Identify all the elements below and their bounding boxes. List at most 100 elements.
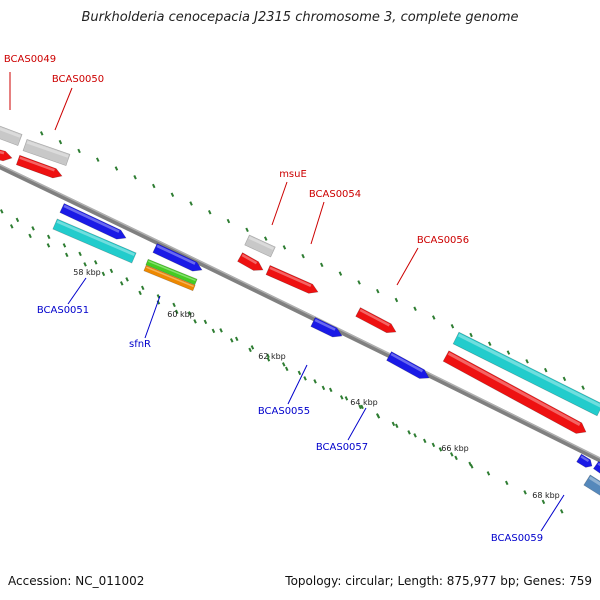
gene-label-bcas0057[interactable]: BCAS0057 xyxy=(316,442,368,453)
tick-dot xyxy=(285,366,289,372)
map-title: Burkholderia cenocepacia J2315 chromosom… xyxy=(81,10,519,25)
red-cds-feature[interactable] xyxy=(15,154,63,180)
label-leader-line xyxy=(54,87,73,131)
tick-dot xyxy=(193,319,197,324)
tick-dot xyxy=(15,217,20,223)
tick-label: 58 kbp xyxy=(73,268,101,277)
tick-dot xyxy=(203,319,208,325)
tick-dot xyxy=(189,201,193,206)
red-cds-feature[interactable] xyxy=(0,144,13,163)
tick-dot xyxy=(83,262,87,267)
tick-dot xyxy=(407,430,411,435)
tick-dot xyxy=(47,234,51,240)
tick-dot xyxy=(156,300,161,305)
tick-dot xyxy=(138,290,142,296)
blue-cds-feature[interactable] xyxy=(386,351,432,383)
summary-text: Topology: circular; Length: 875,977 bp; … xyxy=(285,574,592,588)
tick-dot xyxy=(358,404,362,410)
label-leader-line xyxy=(347,407,367,441)
tick-dot xyxy=(562,376,567,382)
tick-dot xyxy=(423,438,427,444)
tick-dot xyxy=(114,166,119,171)
gene-label-sfnr[interactable]: sfnR xyxy=(129,339,151,350)
red-cds-feature[interactable] xyxy=(237,252,266,275)
tick-dot xyxy=(39,131,44,136)
tick-dot xyxy=(211,328,216,334)
label-leader-line xyxy=(67,277,87,305)
gene-label-bcas0054[interactable]: BCAS0054 xyxy=(309,189,361,200)
tick-dot xyxy=(208,210,212,215)
tick-dot xyxy=(391,421,396,427)
grey-cds-feature[interactable] xyxy=(244,234,276,258)
tick-dot xyxy=(77,148,81,154)
red-cds-feature[interactable] xyxy=(265,265,320,296)
tick-dot xyxy=(297,370,302,376)
cyan-cds-feature[interactable] xyxy=(452,331,600,417)
gene-label-bcas0051[interactable]: BCAS0051 xyxy=(37,305,89,316)
blue-cds-feature[interactable] xyxy=(576,453,595,470)
tick-dot xyxy=(488,341,492,347)
tick-label: 60 kbp xyxy=(167,310,195,319)
steelblue-cds-feature[interactable] xyxy=(583,474,600,498)
red-cds-feature[interactable] xyxy=(442,350,589,438)
tick-dot xyxy=(141,285,145,291)
cyan-cds-feature[interactable] xyxy=(52,218,137,264)
tick-dot xyxy=(450,452,454,457)
orange-cds-feature[interactable] xyxy=(143,264,196,292)
tick-dot xyxy=(523,490,527,495)
tick-dot xyxy=(229,338,234,343)
blue-cds-feature[interactable] xyxy=(59,203,128,242)
tick-label: 62 kbp xyxy=(258,352,286,361)
blue-cds-feature[interactable] xyxy=(152,243,204,274)
label-leader-line xyxy=(144,295,161,339)
blue-cds-feature[interactable] xyxy=(593,460,600,475)
tick-dot xyxy=(250,345,255,350)
tick-dot xyxy=(431,442,436,448)
tick-dot xyxy=(46,243,51,248)
tick-dot xyxy=(329,387,333,393)
gene-label-bcas0050[interactable]: BCAS0050 xyxy=(52,74,104,85)
tick-dot xyxy=(413,433,417,438)
tick-label: 68 kbp xyxy=(532,491,560,500)
tick-dot xyxy=(301,253,305,259)
tick-dot xyxy=(506,350,511,355)
tick-dot xyxy=(78,251,82,257)
grey-cds-feature[interactable] xyxy=(0,118,23,147)
tick-label: 66 kbp xyxy=(441,444,469,453)
gene-label-bcas0049[interactable]: BCAS0049 xyxy=(4,54,56,65)
red-cds-feature[interactable] xyxy=(355,307,399,337)
tick-dot xyxy=(152,183,156,189)
gene-label-bcas0059[interactable]: BCAS0059 xyxy=(491,533,543,544)
tick-dot xyxy=(94,260,98,265)
gene-label-bcas0055[interactable]: BCAS0055 xyxy=(258,406,310,417)
tick-dot xyxy=(395,423,399,429)
tick-dot xyxy=(340,395,344,400)
tick-dot xyxy=(413,306,417,311)
tick-dot xyxy=(486,471,491,476)
tick-dot xyxy=(438,447,443,452)
tick-dot xyxy=(505,480,509,486)
tick-dot xyxy=(187,311,192,316)
tick-dot xyxy=(65,252,69,258)
tick-dot xyxy=(235,336,239,342)
green-cds-feature[interactable] xyxy=(145,258,198,286)
grey-cds-feature[interactable] xyxy=(22,138,71,167)
tick-dot xyxy=(58,139,63,145)
tick-dot xyxy=(248,347,252,353)
tick-dot xyxy=(450,324,455,329)
tick-dot xyxy=(133,174,137,180)
tick-dot xyxy=(525,359,529,364)
gene-label-msue[interactable]: msuE xyxy=(279,169,307,180)
gene-label-bcas0056[interactable]: BCAS0056 xyxy=(417,235,469,246)
tick-dot xyxy=(125,277,129,282)
blue-cds-feature[interactable] xyxy=(310,317,344,340)
tick-dot xyxy=(357,280,361,285)
label-leader-line xyxy=(540,494,565,532)
label-leader-line xyxy=(271,181,288,226)
tick-dot xyxy=(172,302,176,308)
tick-dot xyxy=(226,218,231,224)
tick-dot xyxy=(170,192,175,197)
tick-dot xyxy=(266,353,270,359)
label-leader-line xyxy=(396,247,419,286)
